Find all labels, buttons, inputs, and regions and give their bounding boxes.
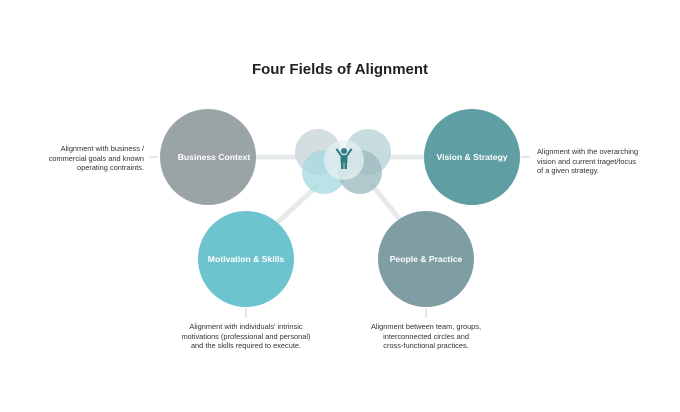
people-practice-description: Alignment between team, groups, intercon… (370, 322, 482, 351)
vision-strategy-description: Alignment with the overarching vision an… (537, 147, 639, 176)
person-arms-raised-icon (335, 148, 353, 169)
vision-strategy-circle (424, 109, 520, 205)
connector-people (369, 182, 405, 225)
diagram-title: Four Fields of Alignment (251, 61, 429, 78)
people-practice-label: People & Practice (390, 254, 463, 264)
vision-strategy-label: Vision & Strategy (437, 152, 508, 162)
connector-motivation (275, 182, 321, 225)
motivation-skills-description: Alignment with individuals' intrinsic mo… (181, 322, 311, 351)
business-context-circle (160, 109, 256, 205)
motivation-skills-circle (198, 211, 294, 307)
business-context-label: Business Context (178, 152, 251, 162)
people-practice-circle (378, 211, 474, 307)
motivation-skills-label: Motivation & Skills (208, 254, 285, 264)
business-context-description: Alignment with business / commercial goa… (48, 144, 144, 173)
